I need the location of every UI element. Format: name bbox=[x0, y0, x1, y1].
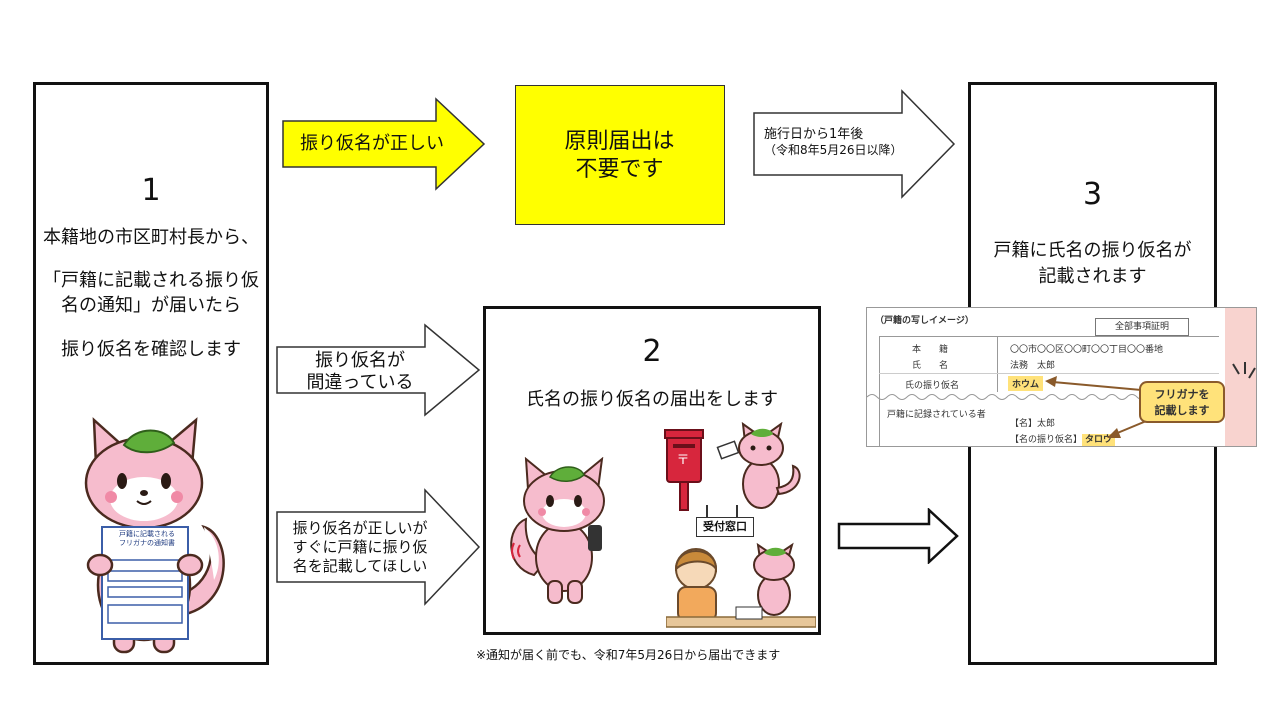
counter-sign-post-left bbox=[706, 505, 708, 517]
koseki-name-line: 【名】太郎 bbox=[1010, 419, 1056, 429]
arrow-wrong-label: 振り仮名が 間違っている bbox=[285, 350, 435, 394]
arrow-soon-label: 振り仮名が正しいが すぐに戸籍に振り仮 名を記載してほしい bbox=[282, 519, 438, 576]
step1-line2: 「戸籍に記載される振り仮 bbox=[43, 270, 259, 291]
no-filing-required-text: 原則届出は 不要です bbox=[516, 128, 723, 184]
counter-scene-illustration bbox=[666, 542, 816, 628]
notice-card-title-line1: 戸籍に記載される bbox=[119, 530, 175, 538]
arrow-effective-line2: （令和8年5月26日以降） bbox=[764, 143, 903, 157]
step1-line4: 振り仮名を確認します bbox=[61, 339, 241, 360]
notice-card-title: 戸籍に記載される フリガナの通知書 bbox=[104, 530, 190, 548]
arrow-correct-label: 振り仮名が正しい bbox=[300, 133, 444, 154]
koseki-header: 全部事項証明 bbox=[1095, 318, 1189, 336]
step2-text: 氏名の振り仮名の届出をします bbox=[526, 389, 778, 410]
arrow-effective-label: 施行日から1年後 （令和8年5月26日以降） bbox=[764, 126, 934, 158]
arrow-effective-line1: 施行日から1年後 bbox=[764, 127, 864, 142]
step1-box: 1 本籍地の市区町村長から、 「戸籍に記載される振り仮 名の通知」が届いたら 振… bbox=[33, 82, 269, 665]
arrow-effective-date bbox=[753, 89, 956, 199]
step1-number: 1 bbox=[141, 173, 161, 208]
sparkle-icon bbox=[1232, 362, 1256, 379]
counter-sign: 受付窓口 bbox=[696, 517, 754, 537]
arrow-wrong-line1: 振り仮名が bbox=[315, 350, 405, 371]
koseki-row2-label: 氏 名 bbox=[912, 361, 949, 371]
fox-with-phone-illustration bbox=[510, 457, 605, 604]
arrow-soon-line1: 振り仮名が正しいが bbox=[292, 519, 428, 537]
step3-number: 3 bbox=[1082, 177, 1103, 212]
arrow-wrong-line2: 間違っている bbox=[306, 372, 414, 393]
step3-line2: 記載されます bbox=[1038, 266, 1147, 287]
postbox-mark: 〒 bbox=[676, 453, 690, 468]
koseki-row3-value: ホウム bbox=[1008, 376, 1044, 391]
arrow-step2-to-step3 bbox=[837, 508, 959, 564]
koseki-row1-label: 本 籍 bbox=[912, 345, 949, 355]
koseki-rule bbox=[997, 336, 998, 392]
koseki-row3-label: 氏の振り仮名 bbox=[905, 381, 960, 391]
postbox-illustration bbox=[664, 422, 801, 511]
step2-box: 2 氏名の振り仮名の届出をします 〒 bbox=[483, 306, 821, 635]
step3-text: 戸籍に氏名の振り仮名が 記載されます bbox=[971, 238, 1214, 290]
koseki-caption: （戸籍の写しイメージ） bbox=[875, 316, 974, 326]
step1-line3: 名の通知」が届いたら bbox=[61, 295, 241, 316]
koseki-pink-band bbox=[1225, 308, 1256, 446]
koseki-rule bbox=[879, 373, 1219, 374]
callout-line2: 記載します bbox=[1154, 404, 1210, 417]
koseki-row2-value: 法務 太郎 bbox=[1010, 361, 1056, 371]
step3-line1: 戸籍に氏名の振り仮名が bbox=[993, 240, 1192, 261]
koseki-kana-line-value: タロウ bbox=[1082, 434, 1116, 446]
koseki-rule bbox=[879, 336, 1219, 337]
koseki-kana-line-label: 【名の振り仮名】 bbox=[1010, 435, 1083, 445]
callout-bubble: フリガナを 記載します bbox=[1139, 381, 1225, 423]
step2-number: 2 bbox=[642, 334, 662, 369]
arrow-soon-line2: すぐに戸籍に振り仮 bbox=[292, 538, 428, 556]
counter-sign-post-right bbox=[736, 505, 738, 517]
step1-line1: 本籍地の市区町村長から、 bbox=[43, 227, 259, 248]
koseki-row1-value: 〇〇市〇〇区〇〇町〇〇丁目〇〇番地 bbox=[1010, 345, 1164, 355]
no-filing-required-box: 原則届出は 不要です bbox=[515, 85, 725, 225]
no-filing-required-line2: 不要です bbox=[575, 157, 664, 182]
koseki-image: （戸籍の写しイメージ） 全部事項証明 本 籍 〇〇市〇〇区〇〇町〇〇丁目〇〇番地… bbox=[866, 307, 1257, 447]
koseki-section-label: 戸籍に記録されている者 bbox=[887, 410, 986, 420]
koseki-rule bbox=[879, 336, 880, 446]
arrow-soon bbox=[276, 488, 481, 606]
no-filing-required-line1: 原則届出は bbox=[564, 129, 675, 154]
arrow-correct bbox=[282, 97, 486, 191]
callout-line1: フリガナを bbox=[1154, 388, 1210, 401]
arrow-soon-line3: 名を記載してほしい bbox=[292, 557, 428, 575]
arrow-wrong bbox=[276, 323, 481, 417]
fox-holding-notice-illustration bbox=[84, 417, 225, 654]
footnote: ※通知が届く前でも、令和7年5月26日から届出できます bbox=[476, 648, 781, 662]
koseki-kana-line: 【名の振り仮名】タロウ bbox=[1010, 432, 1116, 446]
notice-card-title-line2: フリガナの通知書 bbox=[119, 539, 175, 547]
